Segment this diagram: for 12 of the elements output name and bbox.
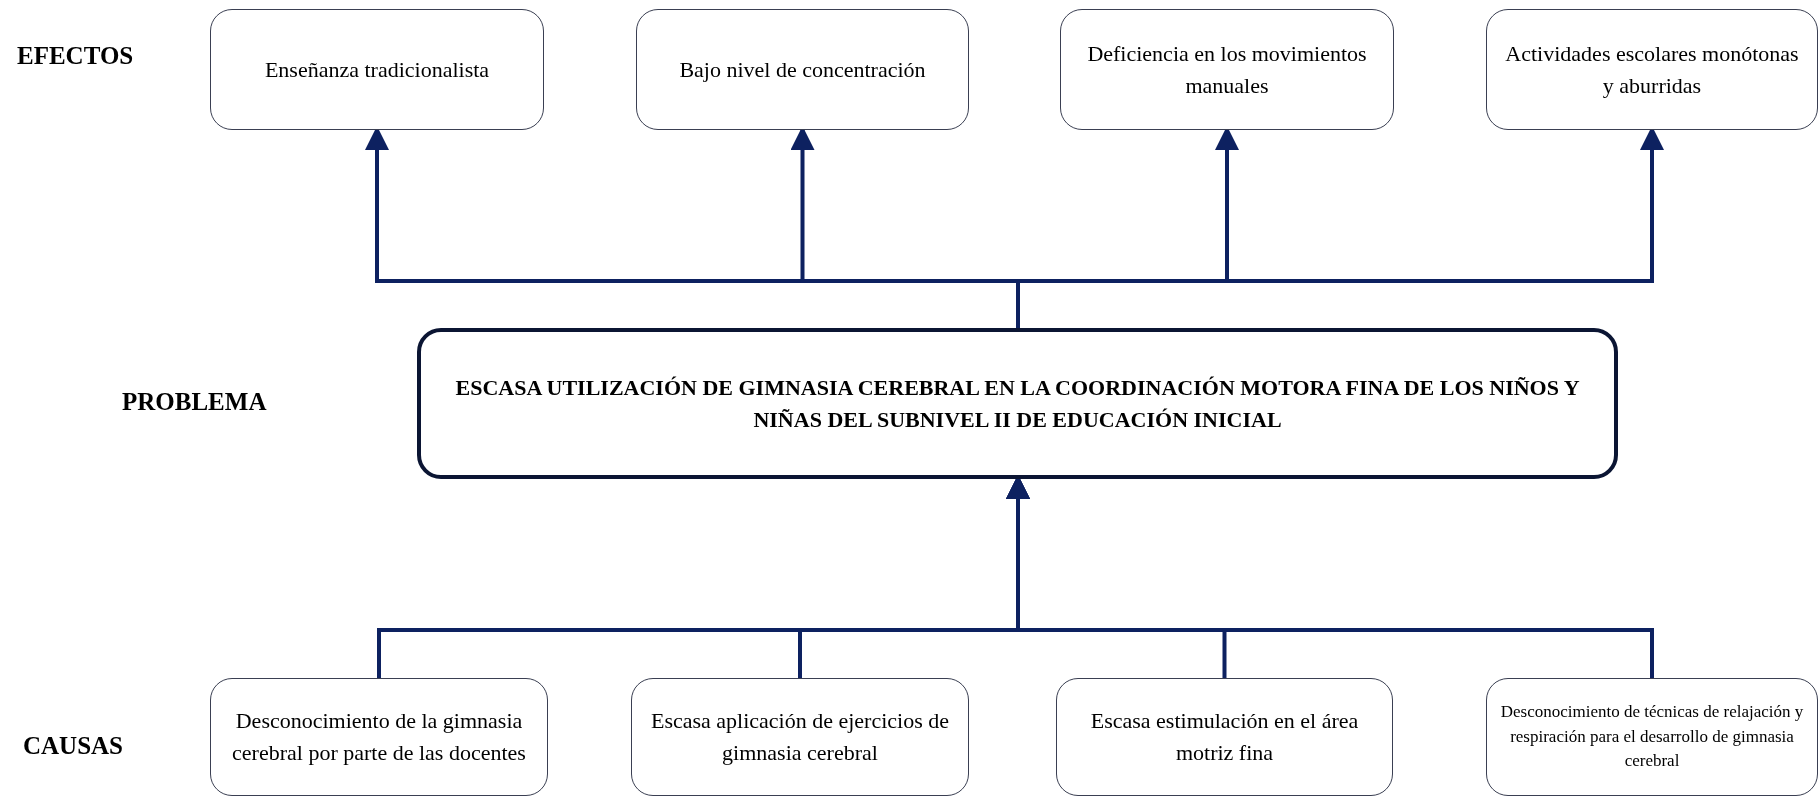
effect-box: Bajo nivel de concentración [636,9,969,130]
row-heading: PROBLEMA [122,388,267,416]
row-heading: CAUSAS [23,732,124,760]
row-heading: EFECTOS [17,42,134,70]
effect-box: Enseñanza tradicionalista [210,9,544,130]
cause-box: Desconocimiento de la gimnasia cerebral por parte de las docentes [210,678,548,796]
cause-box: Desconocimiento de técnicas de relajación y respiración para el desarrollo de gimnasia cerebral [1486,678,1818,796]
problem-box: ESCASA UTILIZACIÓN DE GIMNASIA CEREBRAL EN LA COORDINACIÓN MOTORA FINA DE LOS NIÑOS Y NIÑAS DEL SUBNIVEL II DE EDUCACIÓN INICIAL [417,328,1618,479]
cause-box: Escasa aplicación de ejercicios de gimnasia cerebral [631,678,969,796]
cause-box: Escasa estimulación en el área motriz fina [1056,678,1393,796]
effect-box: Actividades escolares monótonas y aburridas [1486,9,1818,130]
effect-box: Deficiencia en los movimientos manuales [1060,9,1394,130]
